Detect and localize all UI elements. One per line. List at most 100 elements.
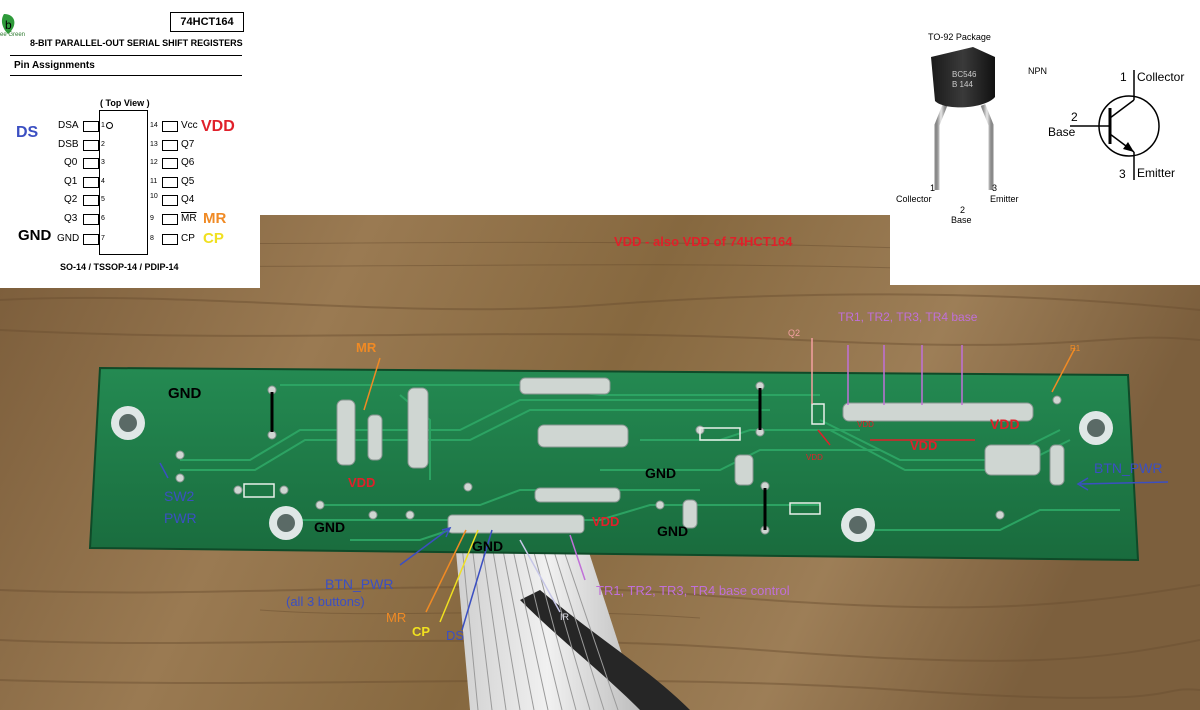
cp-annotation: CP — [203, 230, 224, 247]
section-heading: Pin Assignments — [14, 60, 95, 71]
gnd-annotation: GND — [18, 227, 52, 244]
mr-annotation: MR — [203, 210, 227, 227]
symbol-emitter-number: 3 — [1119, 167, 1126, 181]
symbol-base-label: Base — [1048, 125, 1076, 139]
btn-pwr-bottom-label: BTN_PWR — [325, 576, 394, 592]
vdd-note: VDD - also VDD of 74HCT164 — [614, 234, 793, 249]
pin-label-q4: Q4 — [181, 194, 195, 205]
vdd-right-label-1: VDD — [990, 416, 1020, 432]
vdd-small-label-2: VDD — [806, 453, 823, 462]
leg3-number: 3 — [992, 183, 998, 193]
pin-num-12: 12 — [150, 159, 158, 166]
vdd-right-label-2: VDD — [910, 438, 938, 453]
pin-label-vcc: Vcc — [181, 120, 198, 131]
pin-label-cp: CP — [181, 233, 195, 244]
pin-num-4: 4 — [101, 178, 105, 185]
npn-label: NPN — [1028, 66, 1048, 76]
leaf-logo-icon: b — [1, 14, 15, 34]
gnd-bottom-left-label: GND — [314, 519, 346, 535]
pin-12 — [162, 158, 178, 169]
cp-bottom-label: CP — [412, 624, 431, 639]
gnd-connector-label: GND — [472, 538, 504, 554]
pin-num-14: 14 — [150, 122, 158, 129]
gnd-right-label: GND — [657, 523, 689, 539]
pin-label-dsa: DSA — [58, 120, 79, 131]
leg1-number: 1 — [930, 183, 936, 193]
transistor-marking-2: B 144 — [952, 80, 973, 89]
pin-label-q3: Q3 — [64, 213, 78, 224]
pin-label-q0: Q0 — [64, 157, 78, 168]
to92-package-label: TO-92 Package — [928, 32, 991, 42]
pin-label-q5: Q5 — [181, 176, 195, 187]
pin-num-11: 11 — [150, 178, 158, 185]
leg2-name: Base — [951, 215, 972, 225]
ic-body — [99, 110, 148, 255]
pin-num-1: 1 — [101, 122, 105, 129]
pin-5 — [83, 195, 99, 206]
pin-label-mr: MR — [181, 213, 197, 224]
pin-num-5: 5 — [101, 196, 105, 203]
tr-base-control-label: TR1, TR2, TR3, TR4 base control — [596, 583, 790, 598]
rule-top — [10, 55, 242, 56]
pin-label-dsb: DSB — [58, 139, 79, 150]
pin-2 — [83, 140, 99, 151]
pin-num-6: 6 — [101, 215, 105, 222]
pin1-dot-icon — [106, 122, 113, 129]
symbol-collector-label: Collector — [1137, 70, 1185, 84]
pin-4 — [83, 177, 99, 188]
leg2-number: 2 — [960, 205, 966, 215]
pin-8 — [162, 234, 178, 245]
pin-num-7: 7 — [101, 235, 105, 242]
symbol-collector-number: 1 — [1120, 70, 1127, 84]
top-view-label: ( Top View ) — [100, 98, 150, 108]
datasheet-subtitle: 8-BIT PARALLEL-OUT SERIAL SHIFT REGISTER… — [30, 38, 243, 48]
pin-num-13: 13 — [150, 141, 158, 148]
npn-symbol-icon — [1070, 70, 1160, 180]
pin-label-q7: Q7 — [181, 139, 195, 150]
pin-7 — [83, 234, 99, 245]
pin-label-q2: Q2 — [64, 194, 78, 205]
vdd-connector-label: VDD — [592, 514, 620, 529]
pwr-label: PWR — [164, 510, 197, 526]
pin-9 — [162, 214, 178, 225]
logo-text: ee Green — [0, 32, 26, 38]
transistor-marking-1: BC546 — [952, 70, 977, 79]
pin-label-q1: Q1 — [64, 176, 78, 187]
pin-num-3: 3 — [101, 159, 105, 166]
gnd-center-label: GND — [645, 465, 677, 481]
bc546-transistor-panel: TO-92 Package BC546 B 144 NPN 1 Collecto… — [890, 0, 1200, 285]
all-buttons-label: (all 3 buttons) — [286, 594, 365, 609]
package-line: SO-14 / TSSOP-14 / PDIP-14 — [60, 262, 179, 272]
ds-bottom-label: DS — [446, 628, 465, 643]
symbol-base-number: 2 — [1071, 110, 1078, 124]
r1-label: R1 — [1070, 344, 1081, 353]
pin-num-10: 10 — [150, 193, 158, 200]
gnd-left-label: GND — [168, 385, 202, 402]
pin-11 — [162, 177, 178, 188]
pin-num-8: 8 — [150, 235, 154, 242]
leg1-name: Collector — [896, 194, 932, 204]
vdd-mid-label: VDD — [348, 475, 376, 490]
74hct164-datasheet: b ee Green 74HCT164 8-BIT PARALLEL-OUT S… — [0, 0, 260, 288]
part-number: 74HCT164 — [170, 12, 244, 32]
pin-3 — [83, 158, 99, 169]
vdd-annotation: VDD — [201, 118, 235, 135]
pin-num-2: 2 — [101, 141, 105, 148]
pin-num-9: 9 — [150, 215, 154, 222]
mr-bottom-label: MR — [386, 610, 407, 625]
pin-14 — [162, 121, 178, 132]
vdd-small-label: VDD — [857, 420, 874, 429]
pin-13 — [162, 140, 178, 151]
sw2-label: SW2 — [164, 488, 195, 504]
pin-6 — [83, 214, 99, 225]
svg-text:b: b — [5, 18, 12, 32]
ds-annotation: DS — [16, 124, 39, 141]
tr-base-top-label: TR1, TR2, TR3, TR4 base — [838, 310, 978, 324]
rule-bottom — [10, 75, 242, 76]
pin-1 — [83, 121, 99, 132]
to92-transistor-icon — [931, 47, 995, 200]
pin-10 — [162, 195, 178, 206]
symbol-emitter-label: Emitter — [1137, 166, 1176, 180]
pin-label-gnd: GND — [57, 233, 80, 244]
